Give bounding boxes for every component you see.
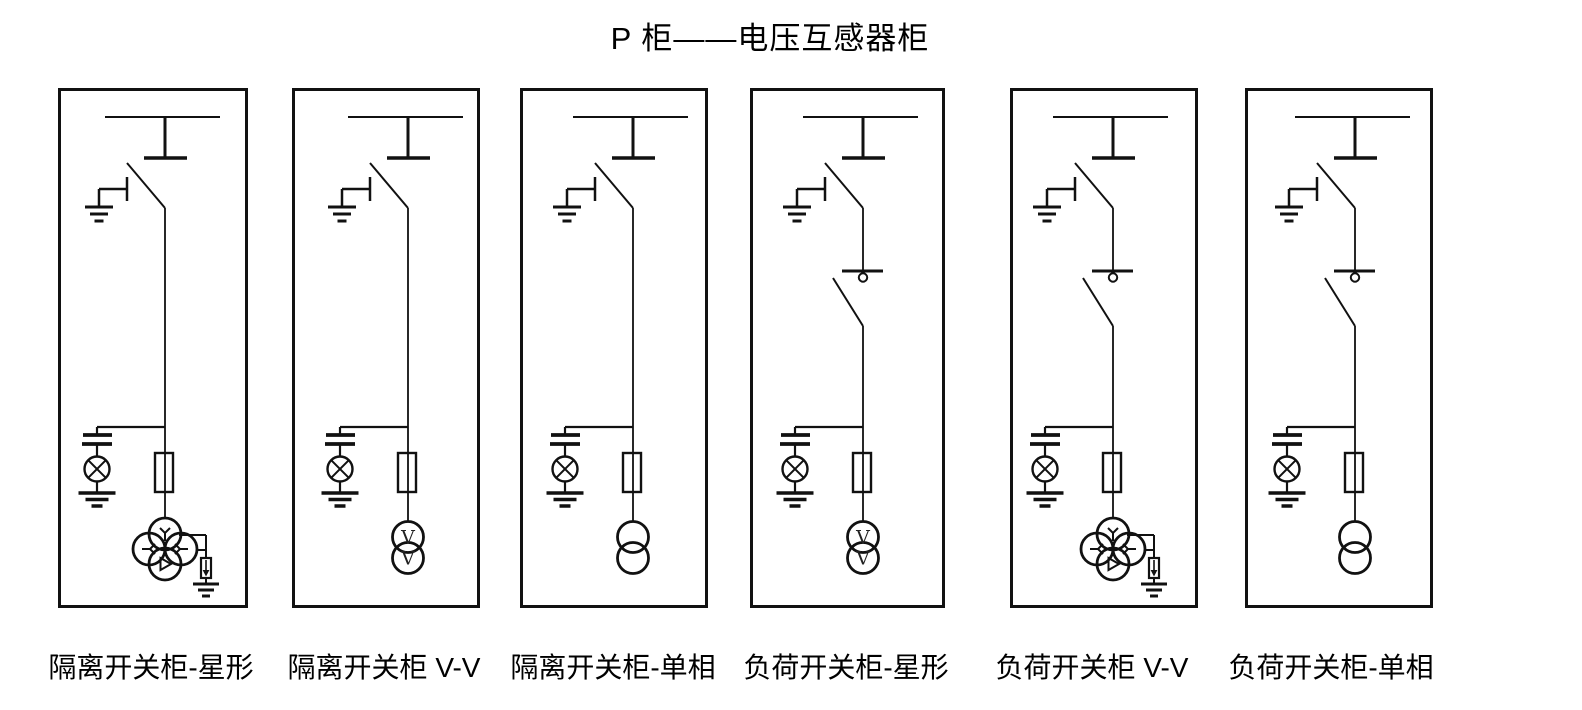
feeder-line	[97, 208, 166, 519]
cabinet-diagram	[1010, 88, 1198, 608]
disconnector-switch	[594, 162, 634, 209]
voltage-transformer	[1338, 520, 1372, 575]
cabinet-label: 负荷开关柜-单相	[1228, 652, 1434, 683]
earthing-switch	[783, 177, 827, 223]
cabinet-label: 隔离开关柜-单相	[510, 652, 716, 683]
cabinet-border	[1010, 88, 1198, 608]
disconnector-switch	[126, 162, 166, 209]
cabinet-border	[750, 88, 945, 608]
earthing-switch	[1275, 177, 1319, 223]
fuse	[1101, 451, 1123, 494]
earthing-switch	[328, 177, 372, 223]
earthing-switch	[1033, 177, 1077, 223]
cabinet-border	[520, 88, 708, 608]
cabinet-box	[58, 88, 248, 608]
cabinet-diagram: VV	[750, 88, 945, 608]
busbar	[1295, 116, 1410, 160]
voltage-indicator-lamp	[321, 427, 359, 508]
voltage-indicator-lamp	[1268, 427, 1306, 508]
feeder-line	[795, 208, 864, 522]
busbar	[573, 116, 688, 160]
busbar	[348, 116, 463, 160]
feeder-line	[565, 208, 634, 522]
cabinet-label: 隔离开关柜 V-V	[287, 652, 481, 683]
vt-winding-letter: V	[855, 548, 870, 570]
voltage-transformer	[131, 516, 199, 582]
busbar	[105, 116, 220, 160]
cabinet-border	[1245, 88, 1433, 608]
cabinet-box	[1010, 88, 1198, 608]
voltage-indicator-lamp	[546, 427, 584, 508]
cabinet-label: 负荷开关柜-星形	[743, 652, 949, 683]
cabinet-border	[58, 88, 248, 608]
vt-winding-letter: V	[400, 548, 415, 570]
feeder-line	[1045, 208, 1114, 519]
load-break-switch	[832, 269, 883, 327]
disconnector-switch	[1074, 162, 1114, 209]
disconnector-switch	[1316, 162, 1356, 209]
vt-winding-letter: V	[400, 527, 415, 549]
voltage-indicator-lamp	[776, 427, 814, 508]
surge-arrester	[179, 534, 219, 598]
voltage-indicator-lamp	[78, 427, 116, 508]
voltage-transformer	[616, 520, 650, 575]
fuse	[153, 451, 175, 494]
earthing-switch	[85, 177, 129, 223]
feeder-line	[1287, 208, 1356, 522]
voltage-transformer	[1079, 516, 1147, 582]
cabinet-diagram	[58, 88, 248, 608]
fuse	[1343, 451, 1365, 494]
fuse	[851, 451, 873, 494]
cabinet-diagram: VV	[292, 88, 480, 608]
cabinet-box	[520, 88, 708, 608]
feeder-line	[340, 208, 409, 522]
busbar	[1053, 116, 1168, 160]
vt-winding-letter: V	[855, 527, 870, 549]
load-break-switch	[1082, 269, 1133, 327]
disconnector-switch	[369, 162, 409, 209]
cabinet-border	[292, 88, 480, 608]
voltage-indicator-lamp	[1026, 427, 1064, 508]
voltage-transformer: VV	[846, 520, 880, 575]
fuse	[621, 451, 643, 494]
cabinet-label: 负荷开关柜 V-V	[995, 652, 1189, 683]
load-break-switch	[1324, 269, 1375, 327]
cabinet-diagram	[520, 88, 708, 608]
earthing-switch	[553, 177, 597, 223]
cabinet-diagram	[1245, 88, 1433, 608]
cabinet-box	[1245, 88, 1433, 608]
voltage-transformer: VV	[391, 520, 425, 575]
cabinet-label: 隔离开关柜-星形	[48, 652, 254, 683]
page-title: P 柜——电压互感器柜	[610, 21, 930, 56]
surge-arrester	[1127, 534, 1167, 598]
disconnector-switch	[824, 162, 864, 209]
fuse	[396, 451, 418, 494]
busbar	[803, 116, 918, 160]
